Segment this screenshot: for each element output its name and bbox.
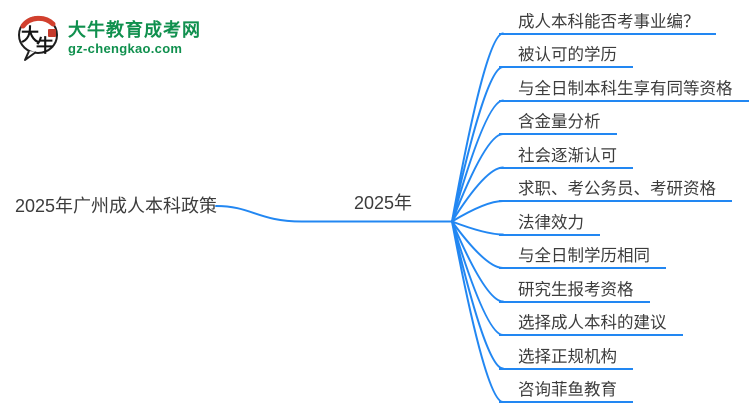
branch-label: 选择成人本科的建议: [518, 314, 667, 332]
branch-node: 求职、考公务员、考研资格: [499, 178, 732, 202]
branch-label: 求职、考公务员、考研资格: [518, 180, 716, 198]
branch-node: 研究生报考资格: [499, 279, 650, 303]
branch-node: 选择正规机构: [499, 346, 633, 370]
branch-curve: [451, 220, 504, 403]
branch-label: 成人本科能否考事业编？: [518, 12, 700, 31]
branch-curve: [451, 32, 504, 223]
branch-label: 咨询菲鱼教育: [518, 381, 617, 399]
branch-label: 法律效力: [518, 213, 584, 232]
logo-title: 大牛教育成考网: [68, 19, 201, 40]
branch-curve: [451, 220, 504, 336]
logo-seal: [48, 29, 56, 37]
root-node: 2025年广州成人本科政策: [15, 196, 218, 216]
branch-node: 与全日制本科生享有同等资格: [499, 78, 749, 102]
branch-node: 咨询菲鱼教育: [499, 379, 633, 403]
logo-subtitle: gz-chengkao.com: [68, 40, 183, 56]
branch-label: 与全日制本科生享有同等资格: [518, 79, 733, 98]
branch-curve: [451, 66, 504, 223]
branch-label: 含金量分析: [518, 113, 601, 131]
branch-label: 研究生报考资格: [518, 280, 634, 299]
branch-curve: [451, 220, 504, 370]
branch-label: 选择正规机构: [518, 347, 617, 366]
branch-curve: [451, 99, 504, 223]
branch-curve: [451, 133, 504, 223]
daniu-logo-icon: 大 牛: [18, 15, 58, 61]
branch-node: 法律效力: [499, 212, 600, 236]
branch-label: 被认可的学历: [518, 46, 617, 64]
svg-text:大: 大: [21, 24, 39, 46]
center-node: 2025年: [354, 193, 413, 213]
branch-node: 选择成人本科的建议: [499, 312, 683, 336]
logo-red-arc: [20, 15, 56, 29]
branch-node: 与全日制学历相同: [499, 245, 666, 269]
svg-text:牛: 牛: [36, 35, 54, 57]
root-connector-line: [215, 205, 453, 223]
branch-node: 成人本科能否考事业编？: [499, 11, 716, 35]
branch-node: 社会逐渐认可: [499, 145, 633, 169]
site-logo[interactable]: 大 牛 大牛教育成考网 gz-chengkao.com: [14, 12, 201, 62]
branch-node: 含金量分析: [499, 111, 617, 135]
branch-label: 社会逐渐认可: [518, 146, 617, 165]
branch-label: 与全日制学历相同: [518, 247, 650, 265]
branch-node: 被认可的学历: [499, 44, 633, 68]
